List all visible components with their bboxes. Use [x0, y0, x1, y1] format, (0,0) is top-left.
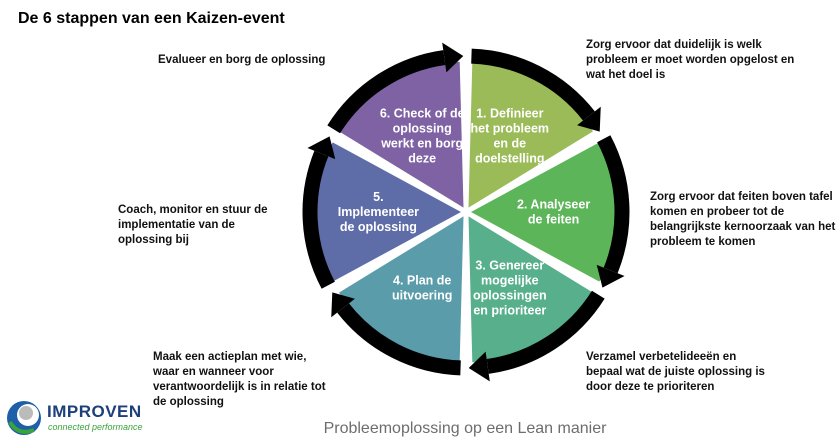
cycle-arrow-4: [337, 303, 461, 376]
wedge-label-6: 6. Check of de: [380, 107, 465, 121]
logo-swirl-icon: [7, 401, 41, 435]
note-step-2: Zorg ervoor dat feiten boven tafel komen…: [650, 191, 836, 248]
arrowhead-icon: [468, 351, 490, 382]
wedge-label-5: 5.: [373, 190, 383, 204]
wedge-label-3: en prioriteer: [473, 303, 546, 317]
footer-caption: Probleemoplossing op een Lean manier: [323, 420, 607, 437]
arrowhead-icon: [442, 42, 464, 73]
note-step-3: Verzamel verbetelideeën en bepaal wat de…: [586, 351, 765, 393]
cycle-arrow-5: [302, 150, 335, 289]
wedge-label-6: werkt en borg: [380, 137, 463, 151]
wedge-step-5: [315, 142, 461, 282]
wedge-label-4: uitvoering: [392, 288, 452, 302]
note-step-4: Maak een actieplan met wie, waar en wann…: [153, 351, 326, 408]
improven-logo: IMPROVEN connected performance: [4, 398, 154, 438]
wedge-label-4: 4. Plan de: [393, 273, 451, 287]
note-step-1: Zorg ervoor dat duidelijk is welk proble…: [586, 39, 795, 81]
wedge-label-3: oplossingen: [473, 288, 547, 302]
wedge-label-3: mogelijke: [481, 273, 539, 287]
wedge-label-1: 1. Definieer: [476, 107, 544, 121]
logo-name: IMPROVEN: [47, 402, 142, 421]
cycle-arrow-6: [327, 50, 446, 134]
wedge-label-1: doelstelling: [475, 152, 544, 166]
wedge-label-1: het probleem: [471, 122, 550, 136]
wedge-step-2: [471, 142, 618, 282]
note-step-6: Evalueer en borg de oplossing: [158, 54, 326, 66]
wedge-label-2: 2. Analyseer: [517, 198, 590, 212]
cycle-arrow-3: [486, 290, 605, 374]
wedge-label-6: oplossing: [393, 122, 452, 136]
wedge-label-5: Implementeer: [338, 205, 419, 219]
wedge-label-2: de feiten: [528, 213, 579, 227]
cycle-arrow-1: [471, 48, 595, 121]
wedge-label-5: de oplossing: [340, 220, 417, 234]
arrowhead-icon: [596, 264, 625, 288]
logo-tagline: connected performance: [48, 422, 143, 432]
arrowhead-icon: [307, 136, 336, 160]
cycle-arrow-2: [597, 135, 630, 274]
page-title: De 6 stappen van een Kaizen-event: [18, 10, 285, 27]
wedge-label-1: en de: [493, 137, 526, 151]
arrowhead-icon: [577, 106, 601, 132]
wedge-label-6: deze: [408, 152, 436, 166]
note-step-5: Coach, monitor en stuur de implementatie…: [118, 204, 268, 246]
arrowhead-icon: [331, 292, 355, 318]
wedge-label-3: 3. Genereer: [475, 258, 544, 272]
